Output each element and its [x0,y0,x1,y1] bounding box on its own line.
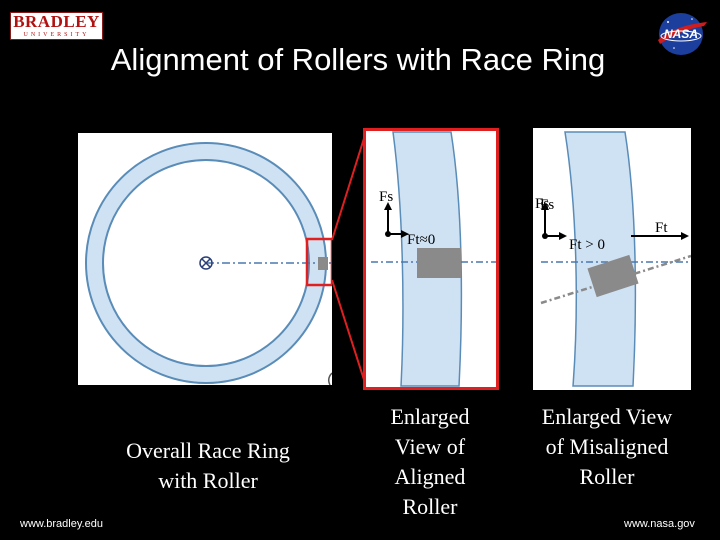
slide-title-text: Alignment of Rollers with Race Ring [110,42,606,77]
misaligned-fs-label-overlap: Fs [540,197,554,213]
nasa-logo-word: NASA [664,27,698,41]
roller-small [318,257,328,270]
aligned-roller-panel: Fs Ft≈0 [363,128,499,390]
misaligned-ft-label: Ft [655,220,668,236]
zoom-frame [363,128,499,390]
misaligned-ft-small-label: Ft > 0 [569,237,605,253]
footer-right-url: www.nasa.gov [624,518,695,530]
caption-misaligned: Enlarged View of Misaligned Roller [541,404,673,489]
center-mark-icon [199,256,213,270]
tilted-axis-line [540,254,691,305]
caption-overall: Overall Race Ring with Roller [126,438,290,493]
bradley-logo-subtext: UNIVERSITY [23,32,90,38]
aligned-ft-label: Ft≈0 [407,232,435,248]
force-arrows [541,202,689,240]
nasa-meatball-icon: NASA [658,13,707,55]
nasa-logo: NASA [652,10,710,58]
bradley-logo: BRADLEY UNIVERSITY [10,12,103,40]
zoom-connector [331,131,367,387]
misaligned-roller-panel: Fs Fs Ft > 0 Ft [533,128,691,390]
ring-segment [564,131,637,387]
overall-ring-panel [78,133,332,385]
misaligned-fs-label: Fs [535,196,549,212]
bradley-logo-word: BRADLEY [13,12,100,31]
aligned-fs-label: Fs [379,189,393,205]
roller-aligned [417,248,461,278]
zoom-highlight-box [305,237,332,287]
footer-left-url: www.bradley.edu [20,518,103,530]
force-arrows [384,202,409,238]
caption-aligned: Enlarged View of Aligned Roller [390,404,470,519]
slide-title: Alignment of Rollers with Race Ring [0,42,720,78]
roller-misaligned [587,254,639,298]
